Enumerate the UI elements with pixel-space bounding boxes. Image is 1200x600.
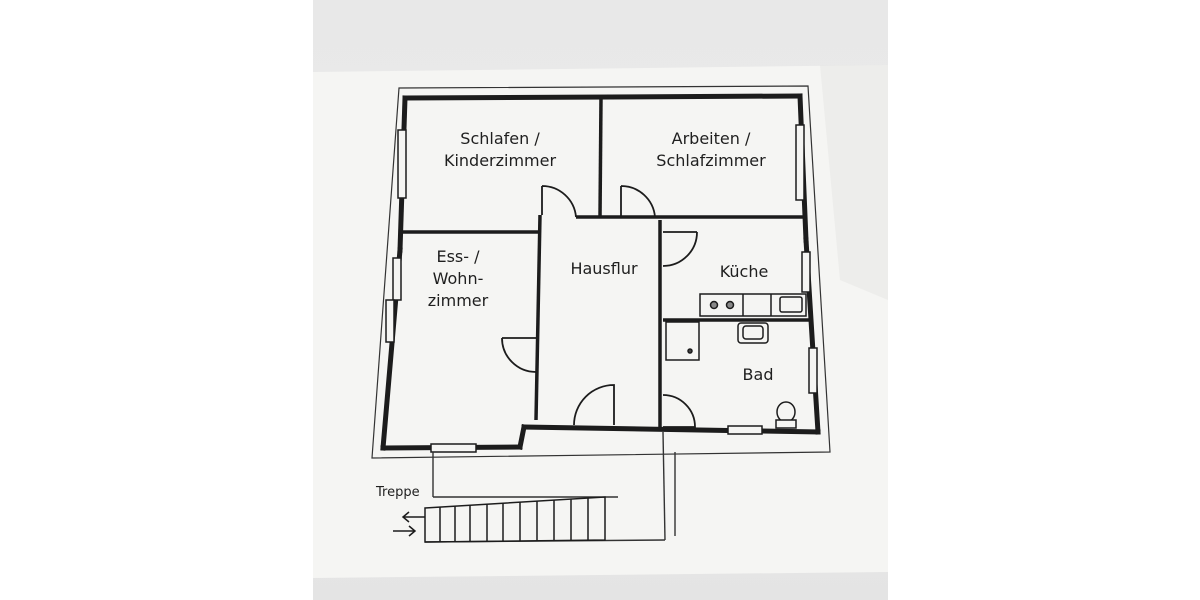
door-kueche bbox=[662, 231, 698, 267]
wall-bottom-step bbox=[517, 424, 527, 450]
outer-outline bbox=[371, 85, 831, 459]
door-schlafen bbox=[541, 185, 577, 218]
window-right-kitchen bbox=[801, 251, 811, 293]
washbasin-inner bbox=[742, 325, 764, 340]
door-entrance bbox=[573, 384, 615, 426]
window-bottom-bath bbox=[727, 425, 763, 435]
window-left-low bbox=[385, 299, 395, 343]
label-arbeiten: Arbeiten / Schlafzimmer bbox=[641, 128, 781, 172]
terrace-right bbox=[662, 431, 666, 541]
arrow-left bbox=[401, 511, 425, 523]
kitchen-sink bbox=[779, 296, 803, 313]
stairs bbox=[424, 496, 606, 543]
windows bbox=[385, 124, 818, 453]
window-right-top bbox=[795, 124, 805, 201]
interior-walls bbox=[402, 97, 810, 427]
window-left-mid bbox=[392, 257, 402, 301]
label-bad: Bad bbox=[742, 365, 774, 384]
door-bad bbox=[662, 394, 696, 428]
door-arbeiten bbox=[620, 185, 656, 218]
window-right-bath bbox=[808, 347, 818, 394]
toilet-bowl bbox=[776, 401, 796, 423]
floor-plan bbox=[313, 65, 888, 578]
label-ess-line2: Wohn- bbox=[432, 269, 484, 288]
label-ess-line3: zimmer bbox=[427, 291, 489, 310]
kitchen-counter bbox=[699, 293, 807, 317]
label-treppe: Treppe bbox=[376, 485, 420, 500]
arrow-right bbox=[393, 525, 417, 537]
label-kueche: Küche bbox=[719, 262, 769, 281]
bath-fixtures bbox=[665, 321, 797, 429]
stair-arrows bbox=[393, 511, 425, 537]
window-left-top bbox=[397, 129, 407, 199]
label-ess: Ess- / Wohn- zimmer bbox=[408, 246, 508, 312]
floor-plan-photo: Schlafen / Kinderzimmer Arbeiten / Schla… bbox=[313, 0, 888, 600]
shower bbox=[665, 321, 700, 361]
paper-shadow bbox=[820, 65, 888, 300]
stove-burner-1 bbox=[709, 300, 719, 310]
doors bbox=[501, 185, 698, 428]
window-bottom-left bbox=[430, 443, 477, 453]
label-arbeiten-line1: Arbeiten / bbox=[671, 129, 751, 148]
wall-bottom-right bbox=[521, 424, 821, 435]
label-schlafen-line1: Schlafen / bbox=[460, 129, 540, 148]
label-arbeiten-line2: Schlafzimmer bbox=[656, 151, 766, 170]
wall-top bbox=[402, 93, 803, 101]
wall-hall-left bbox=[534, 214, 542, 421]
wall-between-bedrooms bbox=[598, 97, 603, 218]
toilet-tank bbox=[775, 419, 797, 429]
door-ess bbox=[501, 337, 537, 373]
stove-burner-2 bbox=[725, 300, 735, 310]
label-ess-line1: Ess- / bbox=[436, 247, 480, 266]
label-schlafen: Schlafen / Kinderzimmer bbox=[430, 128, 570, 172]
label-hausflur: Hausflur bbox=[570, 259, 638, 278]
stairs-outline bbox=[424, 496, 606, 543]
label-schlafen-line2: Kinderzimmer bbox=[443, 151, 557, 170]
shower-drain bbox=[687, 348, 693, 354]
